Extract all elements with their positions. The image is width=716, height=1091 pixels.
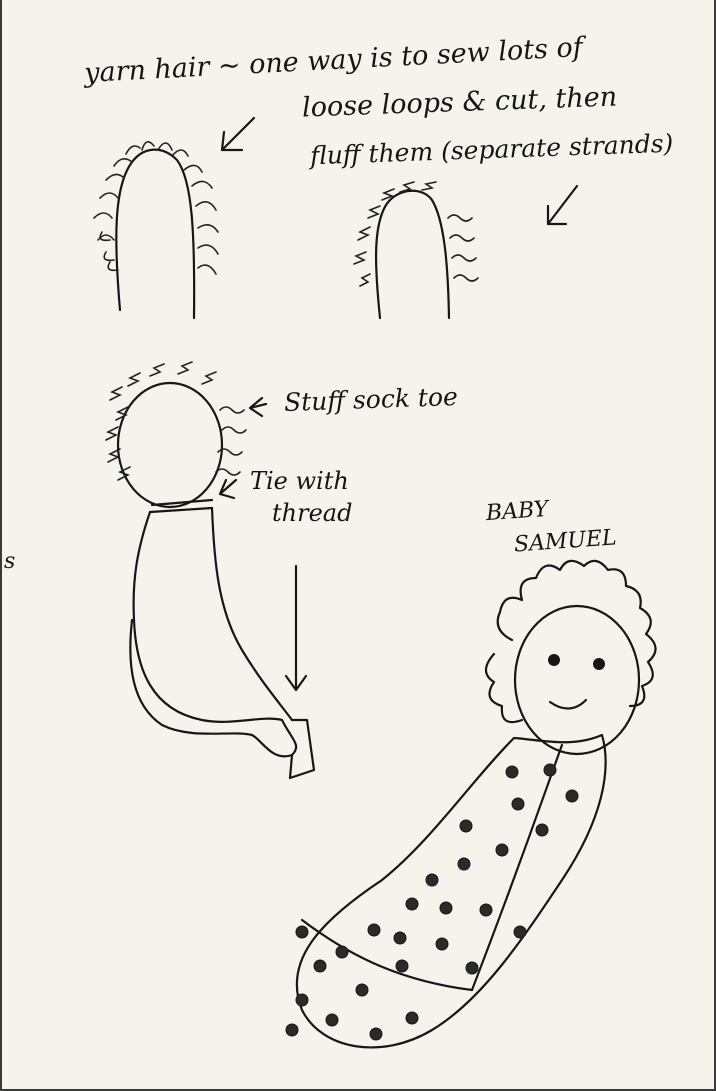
tie-with-thread-label-line-1: Tie with	[250, 468, 349, 494]
cut-hair-sketch	[354, 182, 478, 318]
arrow-to-thread-tie	[286, 566, 306, 690]
left-edge-text: s	[4, 550, 15, 574]
baby-samuel-sketch	[286, 561, 656, 1048]
arrow-to-cut-hair	[548, 186, 577, 224]
stuff-sock-toe-label: Stuff sock toe	[284, 383, 459, 417]
tie-with-thread-label-line-2: thread	[272, 500, 352, 526]
arrow-to-sock-toe	[250, 398, 266, 416]
looped-hair-sketch	[94, 142, 218, 318]
arrow-to-neck	[220, 480, 236, 498]
arrow-to-looped-hair	[222, 118, 254, 150]
baby-label-line-1: BABY	[485, 498, 549, 526]
sock-doll-sketch	[106, 362, 314, 778]
